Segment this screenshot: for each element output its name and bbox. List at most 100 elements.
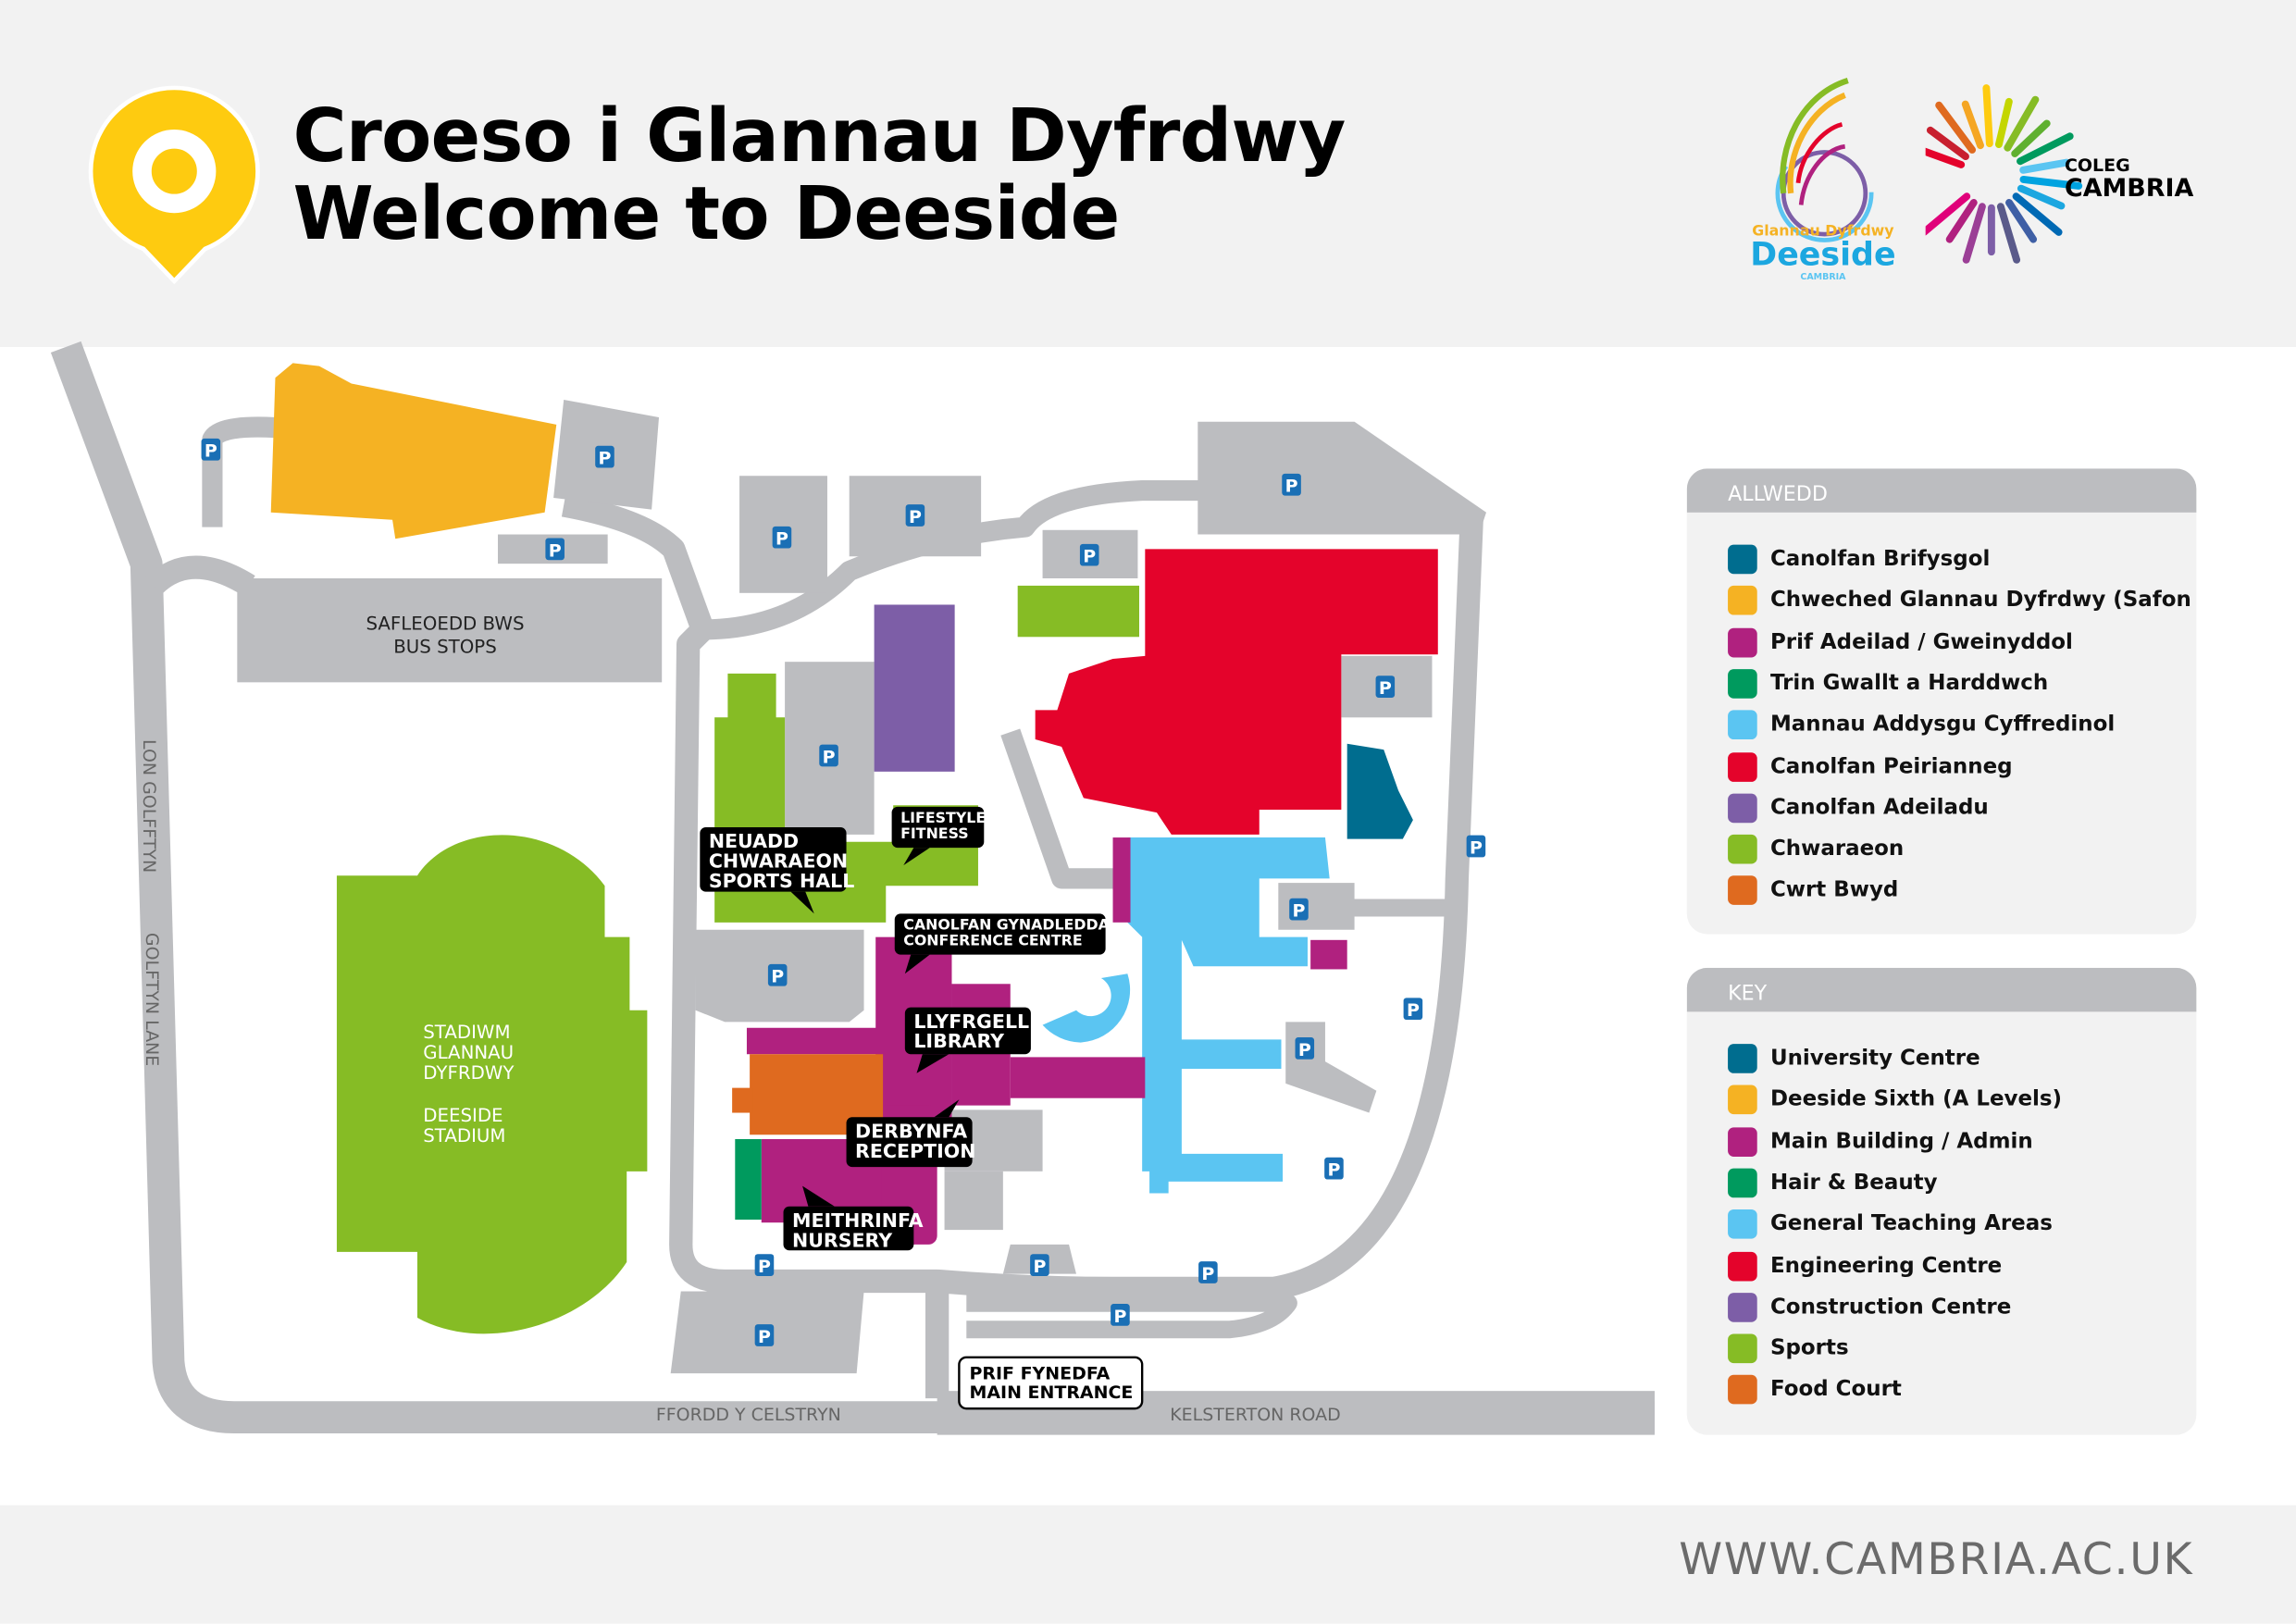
svg-text:P: P [1083, 547, 1096, 567]
parking-icon: P [1079, 543, 1099, 567]
svg-text:P: P [1327, 1160, 1340, 1181]
parking-icon: P [1466, 835, 1486, 858]
general-teaching-area [1127, 837, 1330, 1194]
callout-text: RECEPTION [855, 1140, 975, 1162]
legend-item-label: General Teaching Areas [1769, 1212, 2053, 1236]
legend-item: Main Building / Admin [1728, 1125, 2033, 1158]
deeside-logo-line1: Glannau Dyfrdwy [1752, 222, 1894, 240]
svg-text:P: P [758, 1327, 771, 1347]
legend-item-label: Cwrt Bwyd [1769, 878, 1899, 903]
legend-item: Canolfan Peirianneg [1728, 750, 2013, 783]
legend-item: Prif Adeilad / Gweinyddol [1728, 626, 2073, 659]
road-label-golftyn-lane: GOLFTYN LANE [142, 933, 162, 1066]
callout-text: NURSERY [792, 1229, 893, 1251]
legend-item-label: Hair & Beauty [1769, 1171, 1938, 1195]
sports-pitch [1017, 585, 1140, 638]
parking-icon: P [545, 538, 565, 561]
legend-english-heading: KEY [1686, 967, 2197, 1012]
stadium-label-line: STADIUM [423, 1125, 505, 1147]
callout-text: MAIN ENTRANCE [969, 1382, 1133, 1403]
logo-ray [2005, 199, 2038, 243]
legend-swatch [1728, 710, 1757, 740]
parking-icon: P [767, 963, 788, 987]
legend-item: Deeside Sixth (A Levels) [1728, 1084, 2062, 1116]
food-court [732, 1087, 753, 1113]
svg-text:P: P [771, 967, 784, 987]
stadium-label-line: STADIWM [423, 1022, 510, 1043]
deeside-logo-line2: Deeside [1750, 236, 1895, 273]
legend-swatch [1728, 1292, 1757, 1322]
legend-item: Cwrt Bwyd [1728, 874, 1898, 907]
parking-icon: P [1198, 1261, 1218, 1284]
logo-ray [1961, 100, 1984, 150]
callout-text: CONFERENCE CENTRE [903, 931, 1082, 948]
hair-and-beauty [735, 1139, 762, 1221]
svg-text:P: P [1201, 1264, 1214, 1284]
title-welsh: Croeso i Glannau Dyfrdwy [292, 93, 1346, 180]
road-label-ffordd-y-celstryn: FFORDD Y CELSTRYN [656, 1405, 841, 1425]
parking-icon: P [1295, 1037, 1315, 1060]
legend-swatch [1728, 793, 1757, 823]
legend-item: Food Court [1728, 1374, 1902, 1407]
legend-item: Trin Gwallt a Harddwch [1728, 667, 2048, 700]
cambria-logo-line2: CAMBRIA [2065, 174, 2193, 203]
logo-ray [2019, 175, 2083, 190]
callout-text: CHWARAEON [709, 849, 848, 872]
legend-swatch [1728, 544, 1757, 575]
general-teaching-area [1042, 973, 1131, 1043]
header-band [0, 0, 2296, 347]
title-english: Welcome to Deeside [292, 171, 1120, 256]
construction-centre [874, 604, 955, 772]
callout-text: LIBRARY [913, 1030, 1005, 1052]
parking-icon: P [1289, 898, 1309, 922]
logo-ray [2017, 184, 2066, 210]
stadium-label-line: DEESIDE [423, 1105, 503, 1126]
svg-text:P: P [205, 441, 217, 462]
legend-swatch [1728, 1333, 1757, 1364]
legend-item-label: Chwaraeon [1769, 837, 1905, 862]
svg-text:P: P [1470, 837, 1483, 858]
deeside-sixth-building [270, 363, 557, 539]
website-url[interactable]: WWW.CAMBRIA.AC.UK [1679, 1534, 2194, 1586]
parking-icon: P [201, 438, 221, 462]
svg-text:P: P [823, 747, 836, 767]
roads [50, 341, 1655, 1435]
legend-item: Construction Centre [1728, 1291, 2011, 1323]
logo-ray [2004, 95, 2040, 152]
svg-text:P: P [1407, 1000, 1420, 1021]
car-park [1198, 421, 1487, 535]
bus-stops-area [237, 577, 663, 683]
logo-ray [1926, 126, 1969, 161]
legend-swatch [1728, 1209, 1757, 1239]
legend-item-label: Canolfan Brifysgol [1769, 547, 1991, 572]
legend-item-label: Canolfan Peirianneg [1769, 754, 2013, 778]
legend-item: University Centre [1728, 1043, 1980, 1075]
engineering-centre [1035, 549, 1438, 835]
legend-swatch [1728, 875, 1757, 906]
legend-item-label: Engineering Centre [1769, 1254, 2003, 1278]
legend-item: General Teaching Areas [1728, 1209, 2053, 1241]
parking-icon: P [819, 744, 838, 767]
logo-ray [1994, 97, 2013, 148]
coleg-cambria-logo: COLEG CAMBRIA [1925, 84, 2193, 264]
legend-item: Engineering Centre [1728, 1249, 2002, 1282]
logo-ray [1925, 147, 1966, 168]
map-labels: SAFLEOEDD BWS BUS STOPS [366, 613, 524, 657]
parking-icon: P [754, 1254, 775, 1277]
legend-item-label: Construction Centre [1769, 1295, 2012, 1320]
parking-icon: P [1375, 676, 1396, 699]
svg-text:P: P [549, 540, 562, 561]
legend-item-label: Food Court [1769, 1378, 1902, 1402]
legend-item: Chweched Glannau Dyfrdwy (Safon Uwch) [1728, 585, 2196, 617]
callout-text: SPORTS HALL [709, 870, 854, 892]
callout-text: NEUADD [709, 830, 799, 852]
legend-item-label: Deeside Sixth (A Levels) [1769, 1088, 2063, 1112]
logo-ray [2011, 119, 2051, 157]
